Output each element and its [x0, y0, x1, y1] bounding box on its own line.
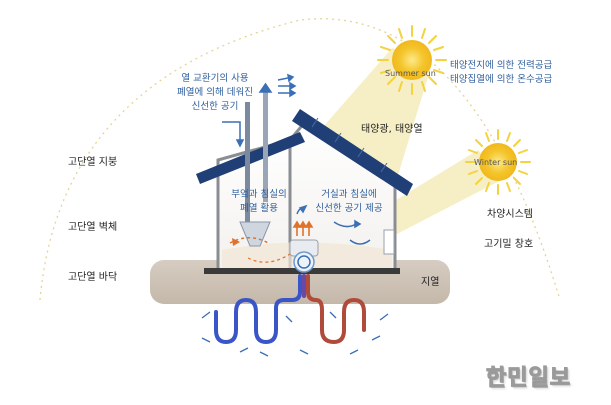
heat-arrow-icon: [292, 220, 314, 236]
air-arrows: [222, 73, 371, 245]
summer-sun-icon: [377, 25, 447, 95]
heat-exchanger-note: 열 교환기의 사용 폐열에 의해 데워진 신선한 공기: [160, 72, 270, 114]
airtight-window: [383, 229, 395, 255]
airtight-window-label: 고기밀 창호: [484, 239, 534, 250]
heat-exchanger-note-line1: 열 교환기의 사용: [181, 73, 249, 84]
heat-exchanger-note-line3: 신선한 공기: [191, 101, 239, 112]
ventilation-unit-icon: [289, 239, 319, 273]
solar-notes: 태양전지에 의한 전력공급 태양집열에 의한 온수공급: [450, 59, 552, 87]
solar-note-hotwater: 태양집열에 의한 온수공급: [450, 74, 553, 85]
living-note-line2: 신선한 공기 제공: [315, 203, 383, 214]
wall-insulation-label: 고단열 벽체: [68, 222, 118, 233]
heat-exchanger-funnel: [239, 221, 271, 247]
left-roof: [196, 132, 305, 184]
summer-sun-label: Summer sun: [385, 69, 436, 78]
ground-heat-label: 지열: [421, 277, 440, 288]
vent-pipe-right: [263, 90, 268, 202]
kitchen-note: 부엌과 침실의 폐열 활용: [222, 188, 296, 216]
solar-panel-grid: [311, 117, 388, 173]
warm-airflow: [229, 237, 271, 245]
solar-panel-icon: [292, 109, 413, 196]
roof-insulation-label: 고단열 지붕: [68, 157, 118, 168]
sunshade-label: 차양시스템: [487, 209, 533, 220]
sun-path-arc: [39, 18, 561, 301]
living-note-line1: 거실과 침실에: [321, 189, 377, 200]
watermark-logo: 한민일보: [486, 366, 571, 392]
kitchen-note-line2: 폐열 활용: [240, 203, 278, 214]
solar-light-heat-label: 태양광, 태양열: [361, 124, 423, 135]
winter-sun-icon: [465, 129, 531, 195]
warm-airflow-arrowhead: [232, 238, 240, 246]
ground-flow-arrows: [201, 311, 389, 357]
kitchen-note-line1: 부엌과 침실의: [231, 189, 287, 200]
vent-pipe-left: [245, 102, 250, 222]
heat-exchanger-note-line2: 폐열에 의해 데워진: [177, 87, 253, 98]
winter-sun-label: Winter sun: [474, 158, 518, 167]
solar-note-power: 태양전지에 의한 전력공급: [450, 60, 553, 71]
floor-insulation-label: 고단열 바닥: [68, 272, 118, 283]
geothermal-pipes: [214, 274, 366, 344]
living-note: 거실과 침실에 신선한 공기 제공: [300, 188, 398, 216]
